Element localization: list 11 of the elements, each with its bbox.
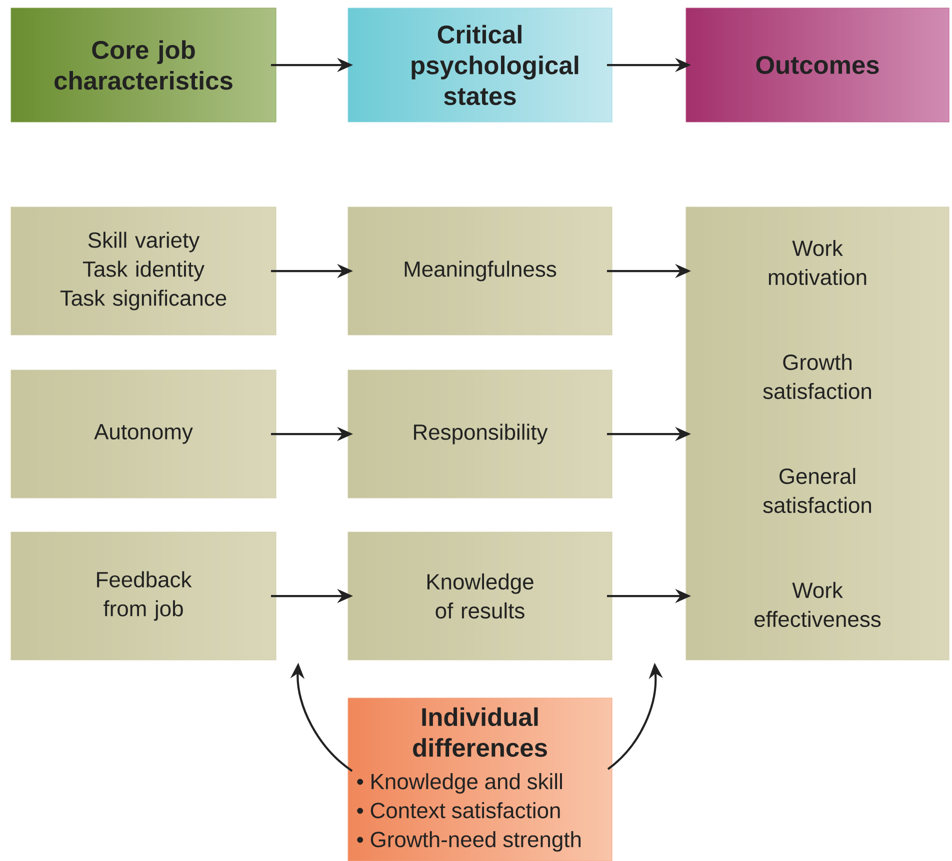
header-box: Core job characteristics (10, 8, 276, 122)
moderator-box: Individual differences • Knowledge and skill • Context satisfaction • Growth-need strength (348, 698, 612, 861)
process-box: Meaningfulness (348, 206, 612, 336)
process-box: Skill variety Task identity Task significance (10, 206, 276, 336)
outcome-box: Work motivation Growth satisfaction General satisfaction Work effectiveness (686, 206, 950, 660)
process-box: Knowledge of results (348, 532, 612, 660)
process-box: Responsibility (348, 370, 612, 498)
header-box: Outcomes (686, 8, 950, 122)
header-box: Critical psychological states (348, 8, 612, 122)
process-box: Feedback from job (10, 532, 276, 660)
process-box: Autonomy (10, 370, 276, 498)
